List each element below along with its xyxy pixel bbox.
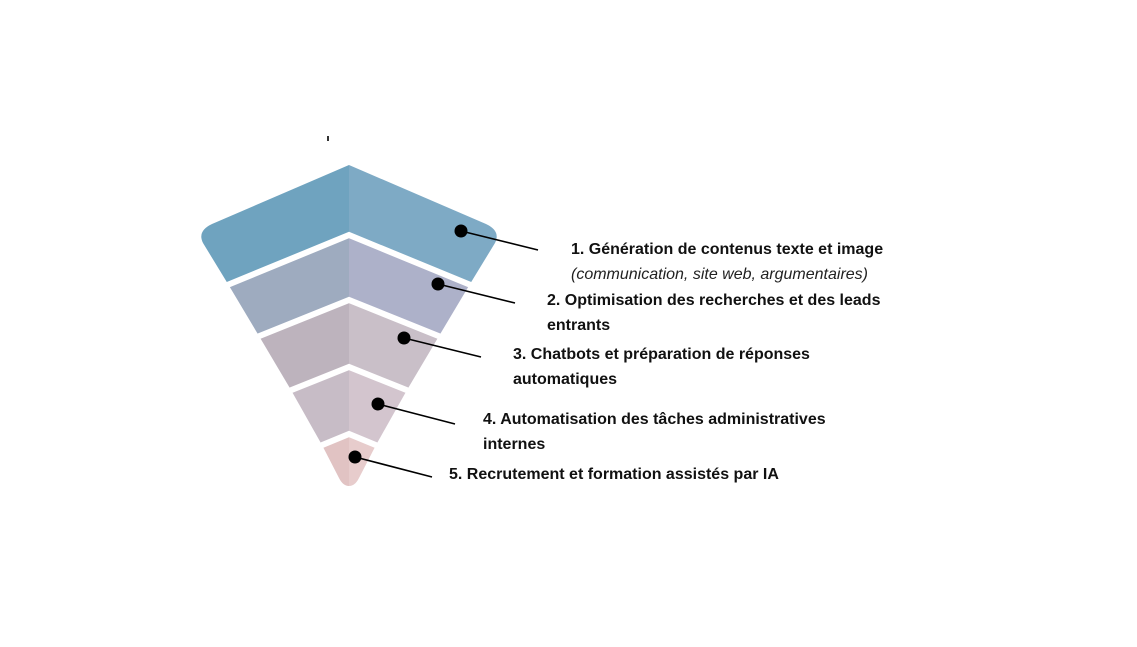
funnel-band-1-right [349,165,497,284]
funnel-band-3-left [259,300,349,390]
item-1-label: 1. Génération de contenus texte et image… [571,237,883,287]
item-4-label: 4. Automatisation des tâches administrat… [483,407,826,457]
funnel-band-5-left [322,434,349,486]
item-2-label: 2. Optimisation des recherches et des le… [547,288,880,338]
connector-1 [460,230,539,251]
item-5-title: 5. Recrutement et formation assistés par… [449,466,779,483]
item-5-label: 5. Recrutement et formation assistés par… [449,462,779,487]
connector-2 [437,283,516,304]
item-2-line-2: entrants [547,317,611,334]
stray-mark [327,136,329,141]
item-3-line-2: automatiques [513,371,618,388]
funnel-band-3-right [349,300,439,390]
marker-dot-5 [348,450,362,464]
funnel-band-1-left [201,165,349,284]
item-4-line-2: internes [483,436,546,453]
item-2-line-1: 2. Optimisation des recherches et des le… [547,292,881,309]
item-4-line-1: 4. Automatisation des tâches administrat… [483,411,826,428]
marker-dot-4 [371,397,385,411]
marker-dot-1 [454,224,468,238]
item-1-subtitle: (communication, site web, argumentaires) [571,266,869,283]
marker-dot-3 [397,331,411,345]
funnel-band-5-right [349,434,376,486]
marker-dot-2 [431,277,445,291]
band-separators [218,231,480,451]
item-3-line-1: 3. Chatbots et préparation de réponses [513,346,810,363]
connector-5 [354,456,433,478]
item-1-title: 1. Génération de contenus texte et image [571,241,884,258]
item-3-label: 3. Chatbots et préparation de réponses a… [513,342,810,392]
connector-lines [354,230,539,478]
connector-4 [377,403,456,425]
connector-3 [403,337,482,358]
